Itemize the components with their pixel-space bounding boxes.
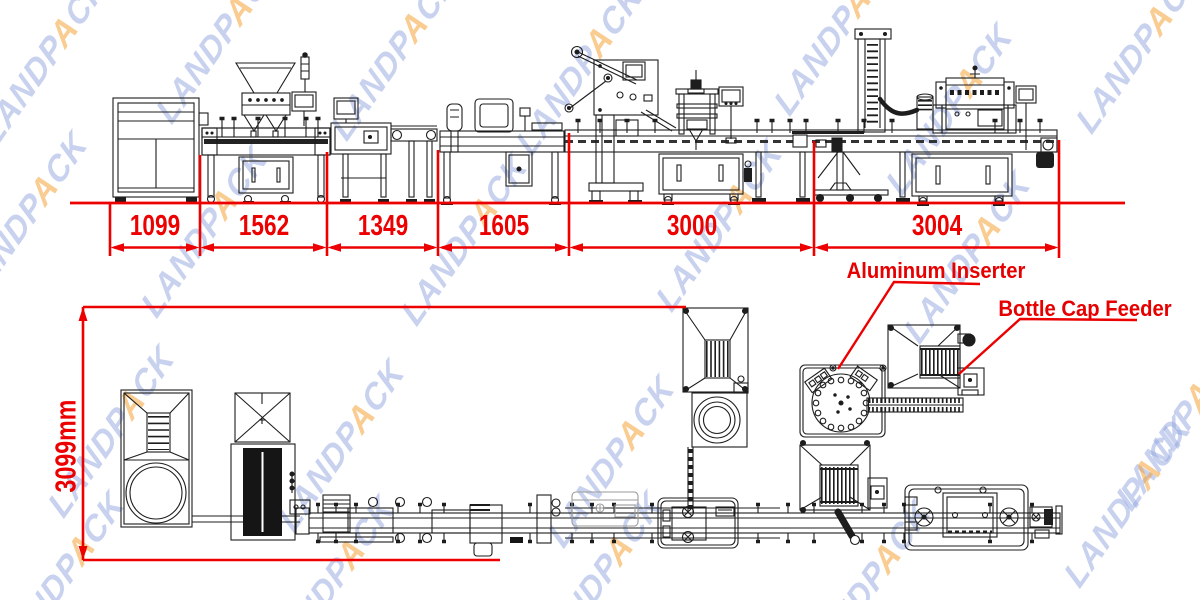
side-view-cap-elevator — [813, 28, 920, 203]
dimension-label: 3000 — [666, 210, 717, 242]
signal-tower-icon — [300, 52, 310, 92]
callout-leader-bottle-cap-feeder — [958, 317, 1138, 375]
dimension-label: 1349 — [357, 210, 408, 242]
side-view-counting-machine — [201, 52, 331, 204]
callout-bottle-cap-feeder: Bottle Cap Feeder — [998, 296, 1172, 321]
dimension-label: 1099 — [129, 210, 181, 242]
side-view-capping-machine — [658, 70, 744, 205]
plan-view-printer — [571, 491, 639, 527]
hmi-screen-icon — [1015, 85, 1037, 150]
plan-view-capper — [657, 497, 739, 549]
hmi-screen-icon — [291, 91, 317, 126]
plan-view-desiccant-feeder — [799, 439, 888, 546]
callout-aluminum-inserter: Aluminum Inserter — [846, 258, 1026, 283]
side-view-checkweigher — [330, 97, 438, 203]
dimension-lines — [70, 133, 1138, 562]
plan-view-inspection-units — [289, 471, 561, 557]
side-view-tray-stand — [112, 97, 209, 203]
side-view-labeling-machine — [911, 65, 1037, 206]
plan-view-cap-track — [866, 397, 964, 413]
plan-view-bottle-cap-feeder — [887, 324, 985, 396]
plan-view-conveyor — [295, 502, 1061, 544]
dimension-label: 1605 — [478, 210, 529, 242]
plan-view-cap-sorter — [682, 307, 749, 513]
hmi-screen-icon — [718, 86, 744, 144]
plan-view-outfeed-end — [1029, 505, 1063, 539]
dimension-arrowheads — [110, 243, 1059, 252]
callout-leader-aluminum-inserter — [836, 280, 981, 370]
plan-view-retorquer — [904, 484, 1029, 551]
dimension-label: 1562 — [238, 210, 289, 242]
side-view-metal-detector — [439, 98, 565, 205]
height-dimension-label: 3099mm — [50, 399, 83, 493]
side-view-main-conveyor — [564, 118, 1058, 202]
plan-view-counting-machine — [230, 392, 296, 541]
plan-view-unscrambler — [120, 389, 300, 528]
dimension-label: 3004 — [911, 210, 962, 242]
plan-view-aluminum-inserter — [799, 364, 887, 438]
